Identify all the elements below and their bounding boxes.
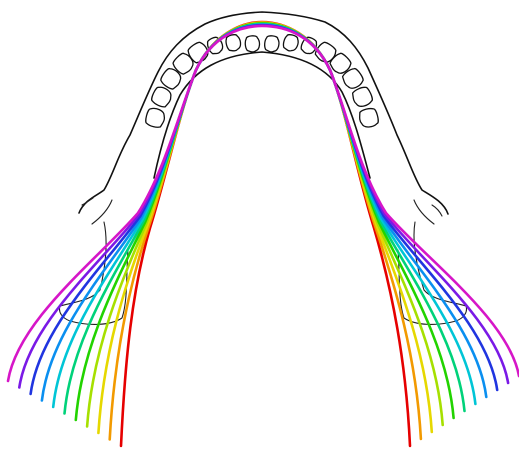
tooth bbox=[144, 107, 166, 129]
left-ramus-mark bbox=[82, 198, 93, 205]
rainbow-curve bbox=[65, 24, 465, 414]
tooth bbox=[282, 33, 300, 52]
rainbow-curve bbox=[31, 25, 498, 394]
tooth bbox=[264, 35, 280, 52]
jaw-inner-ridge bbox=[92, 200, 112, 224]
jaw-inner-ridge-right bbox=[414, 200, 434, 224]
right-ramus-mark bbox=[432, 205, 442, 216]
jaw-outline bbox=[59, 12, 466, 324]
rainbow-curves bbox=[8, 22, 519, 446]
jaw-outer-contour bbox=[79, 12, 448, 214]
tooth bbox=[358, 107, 380, 129]
tooth bbox=[245, 35, 261, 52]
rainbow-curve bbox=[42, 25, 486, 401]
rainbow-curve bbox=[53, 24, 475, 407]
